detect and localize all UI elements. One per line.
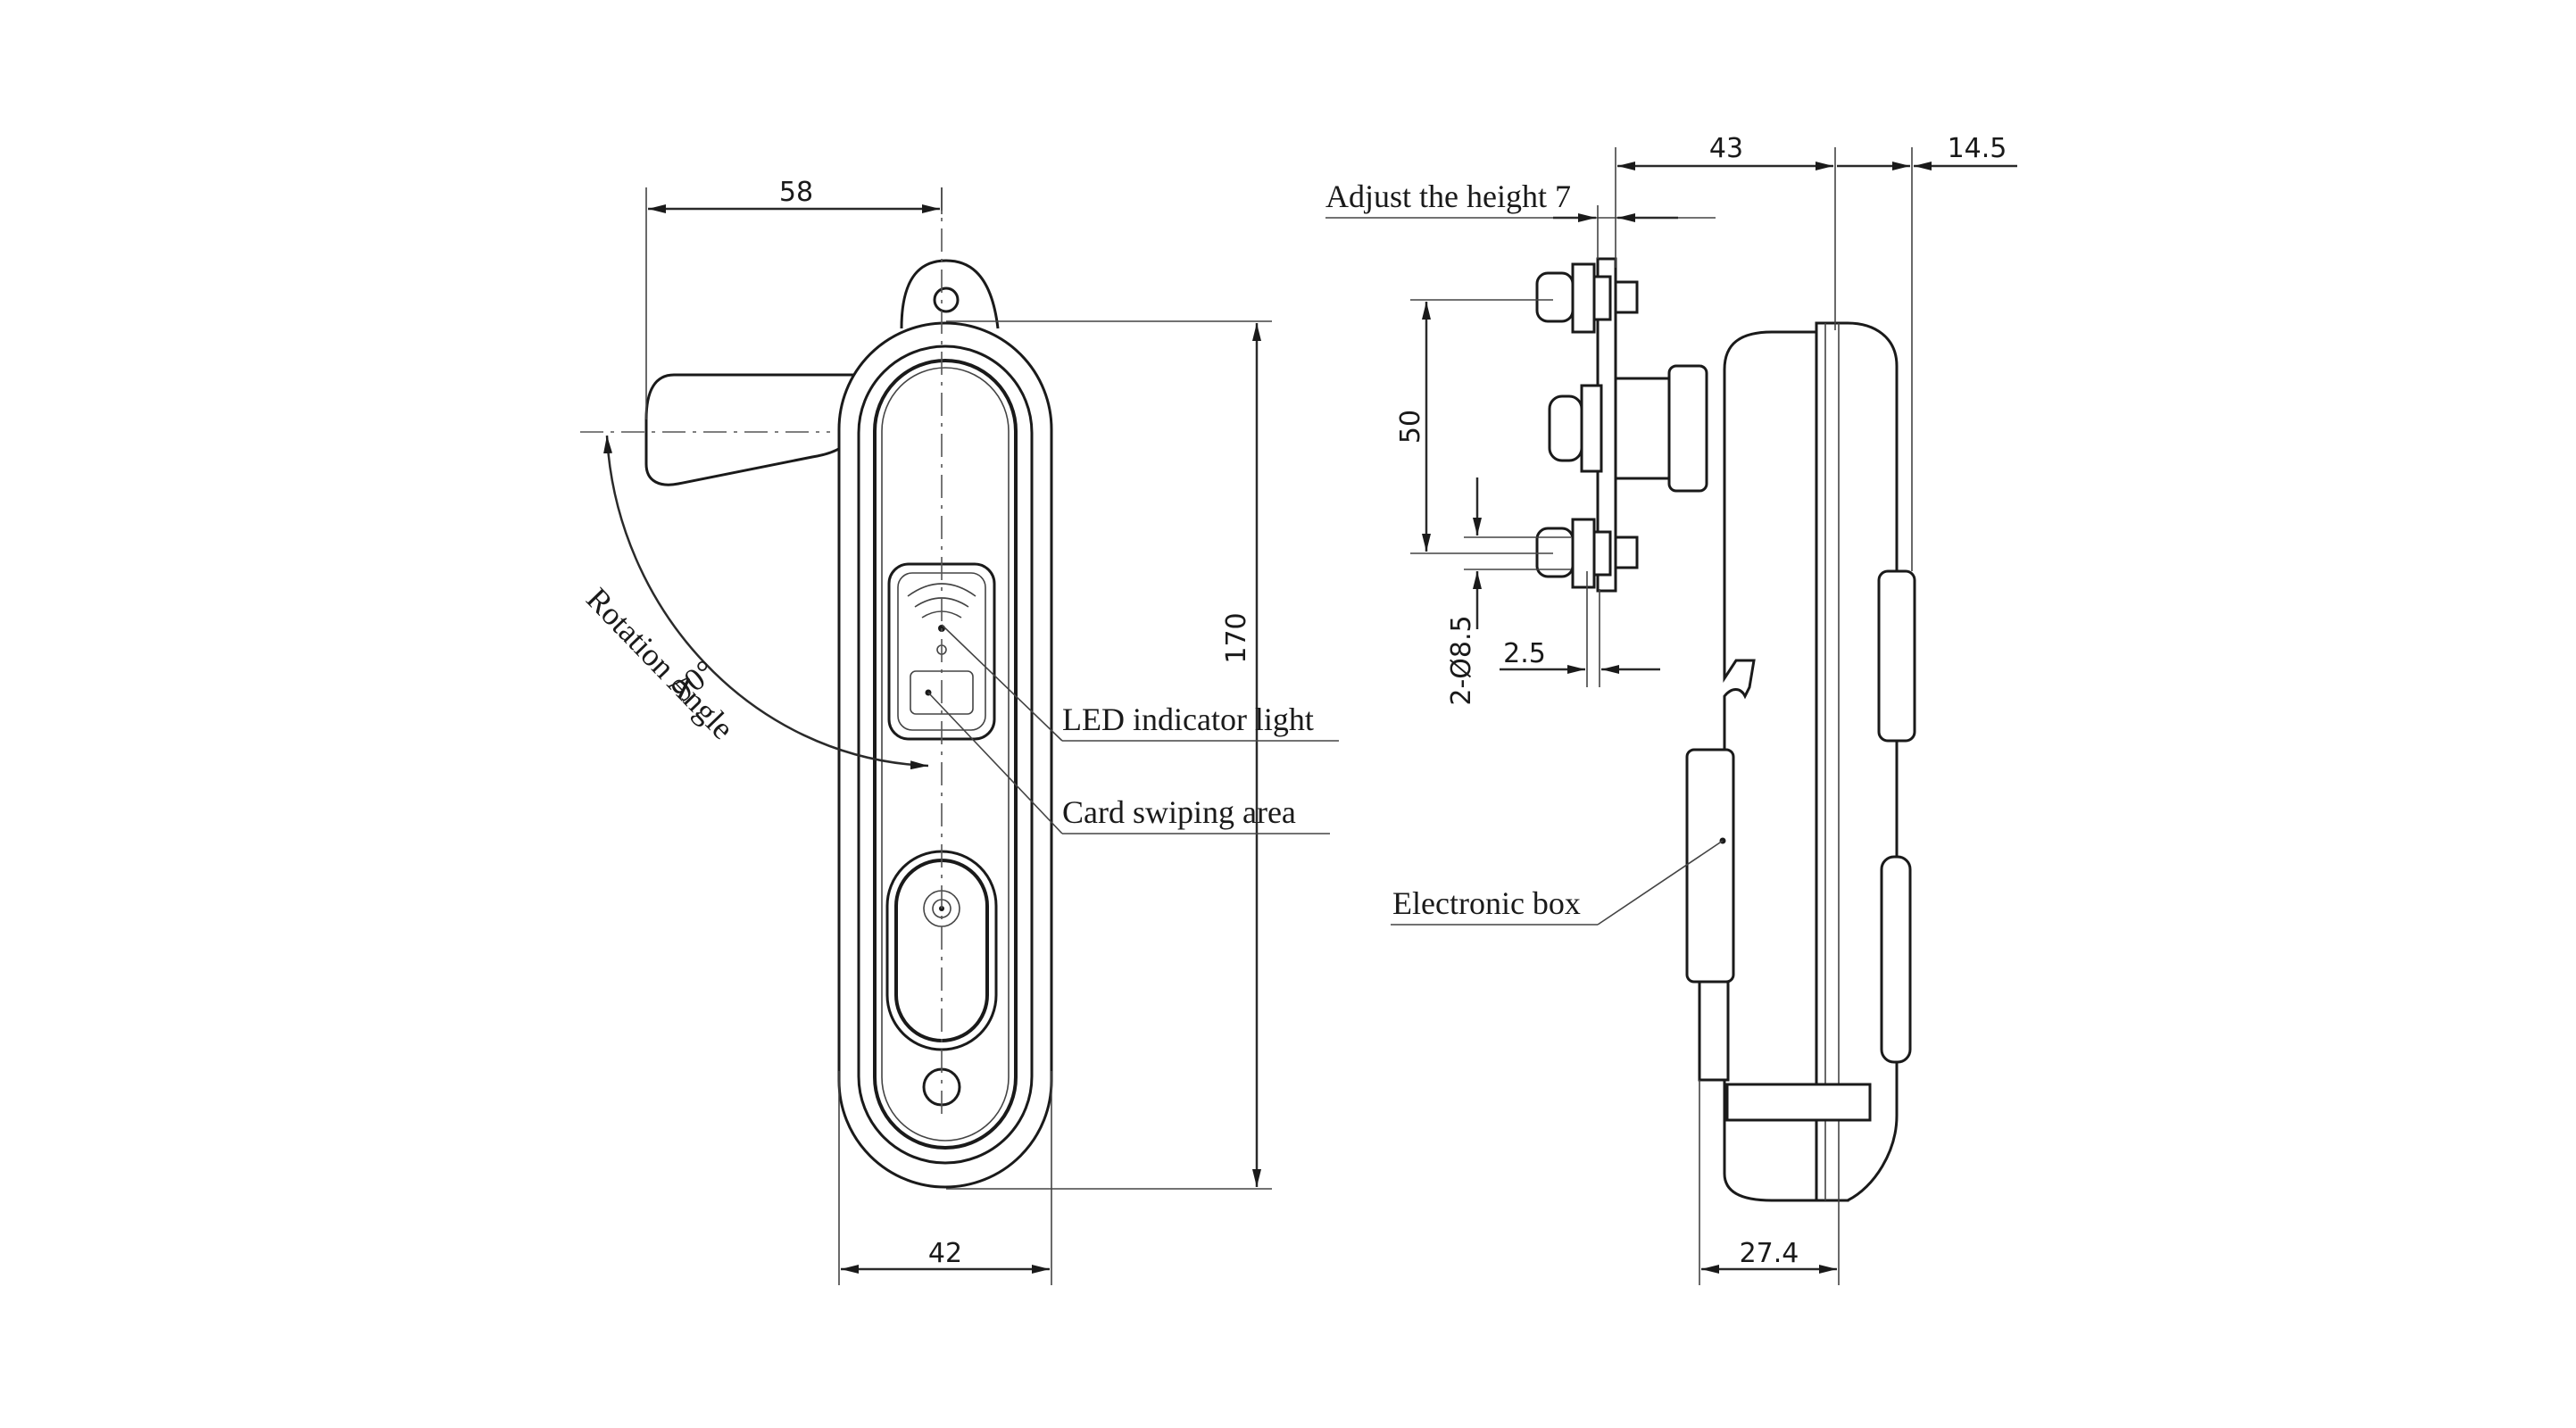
dim-hole-spacing: 50 — [1395, 299, 1553, 554]
dim-body-depth: 27.4 — [1699, 1080, 1840, 1285]
callout-electronic-box: Electronic box — [1391, 837, 1726, 926]
dim-43-label: 43 — [1709, 133, 1743, 164]
front-view: 58 170 42 90° Rotation Angle LED indicat… — [579, 177, 1339, 1285]
dim-170-label: 170 — [1221, 612, 1252, 663]
dim-width-top: 58 — [645, 177, 943, 419]
side-bottom-step — [1725, 1083, 1872, 1122]
center-spindle — [1548, 364, 1708, 493]
dim-27-4-label: 27.4 — [1740, 1238, 1799, 1269]
dim-hole-diameter: 2-Ø8.5 — [1446, 477, 1571, 706]
side-latch — [1877, 569, 1916, 743]
side-key-cylinder — [1880, 855, 1912, 1064]
callout-card-label: Card swiping area — [1062, 794, 1296, 830]
dim-width-bottom: 42 — [838, 1071, 1052, 1285]
dim-2x8-5-label: 2-Ø8.5 — [1446, 615, 1477, 705]
bottom-screw — [1535, 518, 1639, 589]
adjust-height-note: Adjust the height 7 — [1325, 178, 1716, 259]
top-screw — [1535, 262, 1639, 334]
dim-plate-thickness: 2.5 — [1500, 571, 1660, 687]
callout-card: Card swiping area — [927, 692, 1330, 834]
handle-lever — [644, 373, 859, 486]
callout-led: LED indicator light — [941, 624, 1339, 742]
dim-offset: 14.5 — [1837, 133, 2017, 571]
dim-depth: 43 — [1615, 133, 1836, 330]
electronic-box — [1685, 748, 1735, 984]
dim-50-label: 50 — [1395, 410, 1426, 444]
dim-14-5-label: 14.5 — [1948, 133, 2007, 164]
side-view: 43 14.5 Adjust the height 7 50 — [1325, 133, 2017, 1285]
callout-led-label: LED indicator light — [1062, 702, 1314, 737]
callout-electronic-box-label: Electronic box — [1392, 885, 1581, 921]
dim-42-label: 42 — [928, 1238, 962, 1269]
dim-2-5-label: 2.5 — [1503, 638, 1546, 669]
lug-hole — [933, 286, 960, 313]
dim-height: 170 — [946, 320, 1272, 1190]
handle-shell-side — [1815, 321, 1899, 1202]
dim-58-label: 58 — [779, 177, 813, 208]
adjust-height-label: Adjust the height 7 — [1325, 178, 1571, 214]
